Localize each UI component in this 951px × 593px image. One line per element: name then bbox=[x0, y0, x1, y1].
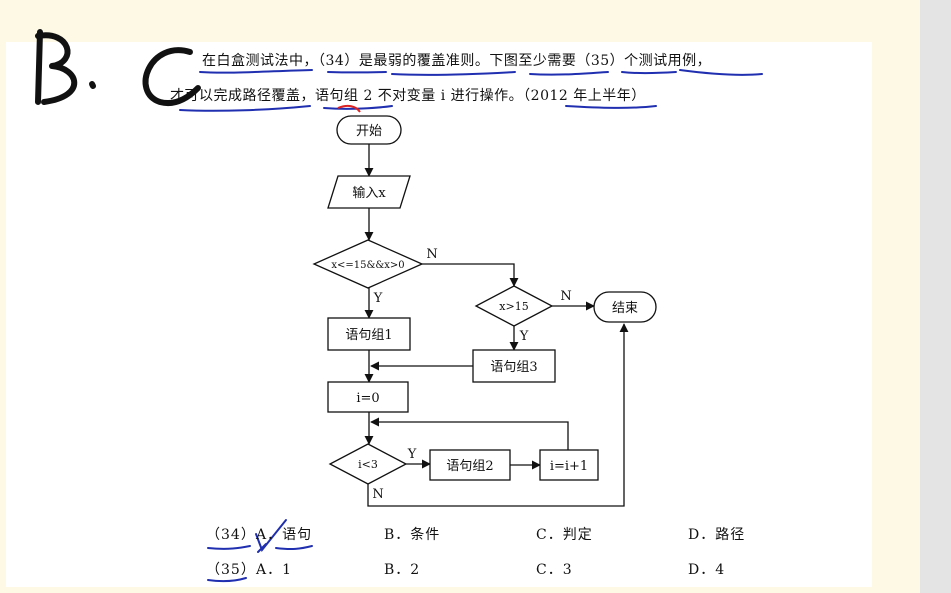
end-node bbox=[593, 291, 657, 323]
q35-option-d: D．4 bbox=[688, 562, 726, 578]
cond2-label: x>15 bbox=[499, 300, 528, 313]
q34-option-a: A．语句 bbox=[256, 527, 313, 543]
question-line-1: 在白盒测试法中，（34）是最弱的覆盖准则。下图至少需要（35）个测试用例， bbox=[202, 53, 712, 69]
side-panel bbox=[920, 0, 951, 593]
end-label: 结束 bbox=[612, 301, 638, 316]
q34-option-d: D．路径 bbox=[688, 527, 746, 543]
assign-i-node bbox=[327, 381, 409, 413]
document-page bbox=[6, 42, 872, 587]
cond2-yes-label: Y bbox=[519, 329, 529, 344]
question-line-2: 才可以完成路径覆盖，语句组 2 不对变量 i 进行操作。（2012 年上半年） bbox=[170, 88, 646, 104]
cond3-yes-label: Y bbox=[407, 447, 417, 462]
increment-node bbox=[539, 449, 599, 481]
statement-group-3 bbox=[472, 349, 556, 383]
q34-option-b: B．条件 bbox=[384, 527, 441, 543]
cond1-yes-label: Y bbox=[373, 291, 383, 306]
stmt2-label: 语句组2 bbox=[446, 459, 493, 474]
stmt1-label: 语句组1 bbox=[345, 328, 392, 343]
assign-i-label: i=0 bbox=[356, 391, 379, 406]
cond3-no-label: N bbox=[372, 487, 383, 502]
q35-option-c: C．3 bbox=[536, 562, 573, 578]
handwritten-answer bbox=[35, 29, 201, 106]
q35-label: （35） bbox=[206, 562, 256, 578]
cond1-no-label: N bbox=[426, 247, 437, 262]
q35-option-a: A．1 bbox=[256, 562, 293, 578]
statement-group-2 bbox=[429, 449, 511, 481]
decision-node-1 bbox=[312, 239, 424, 289]
q34-label: （34） bbox=[206, 527, 256, 543]
stmt3-label: 语句组3 bbox=[490, 360, 537, 375]
input-node bbox=[327, 175, 411, 209]
cond2-no-label: N bbox=[560, 289, 571, 304]
input-label: 输入x bbox=[352, 185, 386, 201]
statement-group-1 bbox=[327, 317, 411, 351]
cond3-label: i<3 bbox=[358, 458, 378, 471]
increment-label: i=i+1 bbox=[550, 459, 588, 474]
q34-option-c: C．判定 bbox=[536, 527, 593, 543]
start-label: 开始 bbox=[356, 124, 382, 139]
q35-option-b: B．2 bbox=[384, 562, 421, 578]
cond1-label: x<=15&&x>0 bbox=[331, 260, 404, 271]
